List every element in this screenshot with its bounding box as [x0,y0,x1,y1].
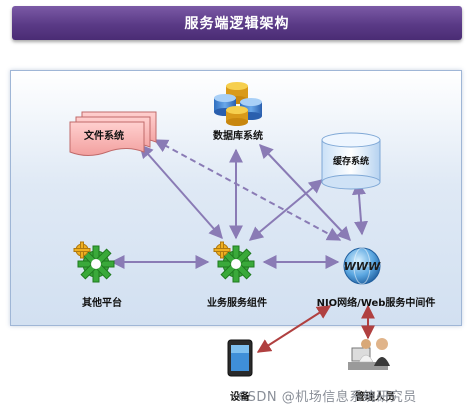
nio-middleware-label: NIO网络/Web服务中间件 [316,298,436,309]
stacked-documents-icon [69,111,157,156]
gear-icon [213,241,255,283]
database-system-label: 数据库系统 [213,131,263,142]
connector-cache-business [248,179,324,241]
connector-cache-nio [351,180,369,236]
database-cylinders-icon [214,82,262,126]
business-component-label: 业务服务组件 [207,298,267,309]
device-label: 设备 [230,392,250,403]
connector-lines [110,139,369,269]
cache-cylinder-icon [321,132,381,190]
cache-system-label: 缓存系统 [332,157,370,167]
page-title: 服务端逻辑架构 [12,6,462,40]
connector-nio-device [256,305,332,353]
connector-file-nio-dashed [153,139,342,241]
file-system-label: 文件系统 [84,131,124,142]
tablet-icon [227,339,253,377]
people-at-computer-icon [348,338,390,370]
gear-icon [73,241,115,283]
client-connectors [256,304,375,353]
www-badge: WWW [344,260,381,273]
watermark: CSDN @机场信息系统研究员 [238,390,417,405]
www-globe-icon: WWW [343,247,381,285]
other-platform-label: 其他平台 [82,298,122,309]
connector-file-business [139,143,223,240]
user-label: 管理人员 [355,392,395,403]
